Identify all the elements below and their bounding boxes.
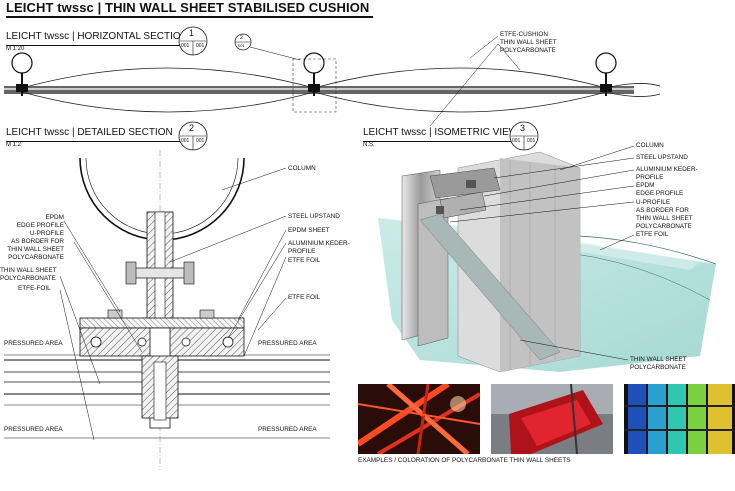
label-aluminium-keder: ALUMINIUM KEDER- xyxy=(288,240,350,247)
iso-label-as-border-for: AS BORDER FOR xyxy=(636,207,689,214)
iso-label-aluminium-keder: ALUMINIUM KEDER- xyxy=(636,166,698,173)
isometric-drawing xyxy=(378,145,717,373)
badge-3-sheet-b: 001 xyxy=(527,138,536,144)
iso-label-column: COLUMN xyxy=(636,142,664,149)
badge-3-number: 3 xyxy=(520,123,526,133)
label-polycarbonate-1: POLYCARBONATE xyxy=(8,254,64,261)
iso-label-polycarbonate: POLYCARBONATE xyxy=(636,223,692,230)
pressured-area-bottom-left: PRESSURED AREA xyxy=(4,426,63,433)
label-column: COLUMN xyxy=(288,165,316,172)
example-photo-colored-wall xyxy=(624,384,735,454)
title-underline xyxy=(6,16,373,18)
isometric-view-scale: N.S. xyxy=(363,142,375,148)
detailed-section-title: LEICHT twssc | DETAILED SECTION xyxy=(6,127,173,138)
examples-caption: EXAMPLES / COLORATION OF POLYCARBONATE T… xyxy=(358,457,571,464)
label-etfe-foil-2: ETFE FOIL xyxy=(288,294,321,301)
detailed-section-rule xyxy=(6,141,196,142)
iso-bottom-label-1: THIN WALL SHEET xyxy=(630,356,687,363)
badge-1-sheet-b: 001 xyxy=(196,43,205,49)
detail-ref-number: 2 xyxy=(240,35,243,41)
badge-3-sheet-a: 001 xyxy=(512,138,521,144)
iso-label-profile: PROFILE xyxy=(636,174,664,181)
label-u-profile: U-PROFILE xyxy=(29,230,64,237)
detailed-section-scale: M 1:2 xyxy=(6,142,22,148)
detail-ref-2 xyxy=(234,33,301,61)
pressured-area-top-left: PRESSURED AREA xyxy=(4,340,63,347)
badge-1-number: 1 xyxy=(189,28,195,38)
badge-3 xyxy=(509,121,539,151)
badge-2-number: 2 xyxy=(189,123,195,133)
detailed-section-drawing xyxy=(4,150,330,470)
detail-ref-sheet: 001 xyxy=(238,43,245,48)
badge-2 xyxy=(178,121,208,151)
horizontal-section-drawing xyxy=(4,35,661,127)
label-thin-wall-sheet-1: THIN WALL SHEET xyxy=(7,246,64,253)
horizontal-section-title: LEICHT twssc | HORIZONTAL SECTION xyxy=(6,31,188,42)
label-steel-upstand: STEEL UPSTAND xyxy=(288,213,340,220)
label-as-border-for: AS BORDER FOR xyxy=(11,238,64,245)
iso-label-epdm: EPDM xyxy=(636,182,655,189)
iso-label-steel-upstand: STEEL UPSTAND xyxy=(636,154,688,161)
iso-label-thin-wall-sheet: THIN WALL SHEET xyxy=(636,215,693,222)
label-thin-wall-sheet-2: THIN WALL SHEET xyxy=(0,267,57,274)
horizontal-callout-2: THIN WALL SHEET xyxy=(500,39,557,46)
example-photo-red-panel xyxy=(491,384,613,454)
badge-2-sheet-b: 001 xyxy=(196,138,205,144)
label-epdm-sheet: EPDM SHEET xyxy=(288,227,330,234)
iso-bottom-label-2: POLYCARBONATE xyxy=(630,364,686,371)
isometric-view-rule xyxy=(363,141,513,142)
label-edge-profile: EDGE PROFILE xyxy=(16,222,64,229)
horizontal-callout-1: ETFE-CUSHION xyxy=(500,31,548,38)
isometric-view-title: LEICHT twssc | ISOMETRIC VIEW xyxy=(363,127,519,138)
label-polycarbonate-2: POLYCARBONATE xyxy=(0,275,56,282)
label-etfe-foil-left: ETFE-FOIL xyxy=(18,285,51,292)
pressured-area-bottom-right: PRESSURED AREA xyxy=(258,426,317,433)
iso-label-etfe-foil: ETFE FOIL xyxy=(636,231,669,238)
horizontal-callout-3: POLYCARBONATE xyxy=(500,47,556,54)
badge-2-sheet-a: 001 xyxy=(181,138,190,144)
label-etfe-foil-1: ETFE FOIL xyxy=(288,257,321,264)
example-photo-red-structure xyxy=(358,384,480,454)
horizontal-section-rule xyxy=(6,45,206,46)
label-profile: PROFILE xyxy=(288,248,316,255)
label-epdm: EPDM xyxy=(45,214,64,221)
badge-1-sheet-a: 001 xyxy=(181,43,190,49)
pressured-area-top-right: PRESSURED AREA xyxy=(258,340,317,347)
horizontal-section-scale: M 1:20 xyxy=(6,46,25,52)
badge-1 xyxy=(178,26,208,56)
page-title: LEICHT twssc | THIN WALL SHEET STABILISE… xyxy=(6,0,370,15)
iso-label-edge-profile: EDGE PROFILE xyxy=(636,190,684,197)
iso-label-u-profile: U-PROFILE xyxy=(636,199,671,206)
